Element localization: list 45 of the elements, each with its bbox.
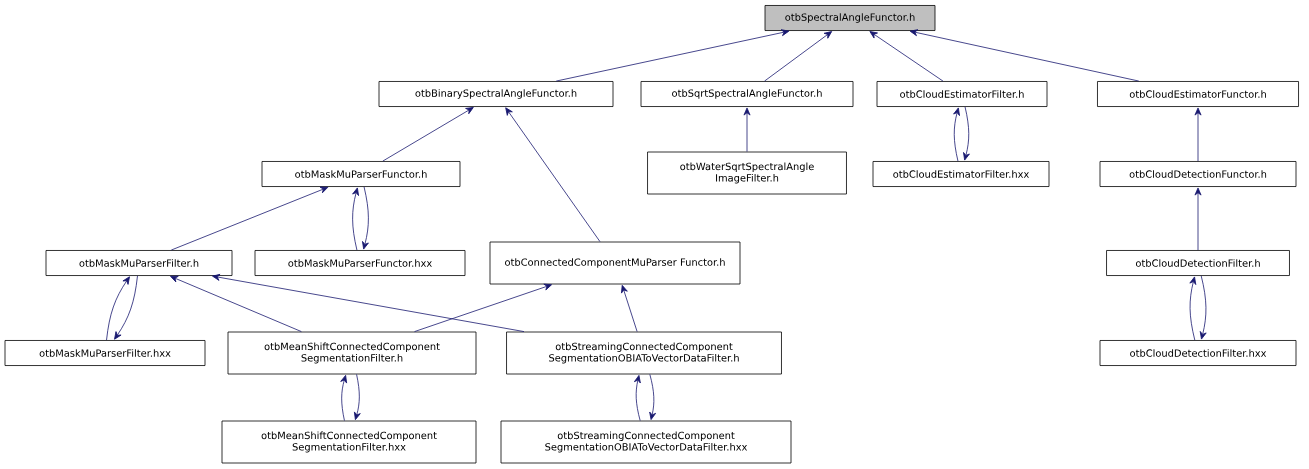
arrow xyxy=(953,107,960,162)
file-box: otbCloudDetectionFunctor.h xyxy=(1099,161,1297,187)
file-box: otbStreamingConnectedComponent SegmentationOBIAToVectorDataFilter.h xyxy=(506,331,782,375)
arrow xyxy=(114,275,138,340)
arrow xyxy=(634,375,641,421)
arrow xyxy=(354,374,361,421)
file-box: otbMaskMuParserFilter.hxx xyxy=(4,340,206,366)
file-box: otbSqrtSpectralAngleFunctor.h xyxy=(640,81,854,107)
file-box: otbStreamingConnectedComponent SegmentationOBIAToVectorDataFilter.hxx xyxy=(500,420,792,464)
file-box: otbCloudEstimatorFunctor.h xyxy=(1097,81,1299,107)
arrow xyxy=(170,186,329,251)
arrow xyxy=(743,107,751,152)
arrow xyxy=(106,276,130,341)
file-box: otbMaskMuParserFunctor.hxx xyxy=(254,250,466,276)
arrow xyxy=(340,375,348,421)
file-box: otbCloudEstimatorFilter.h xyxy=(876,81,1048,107)
arrow xyxy=(170,275,302,332)
file-box: otbCloudEstimatorFilter.hxx xyxy=(872,161,1050,187)
arrow xyxy=(764,31,833,82)
arrow xyxy=(212,273,525,332)
arrow xyxy=(555,29,790,82)
arrow xyxy=(649,374,657,420)
arrow xyxy=(621,284,638,332)
file-box: otbCloudDetectionFilter.h xyxy=(1106,250,1290,276)
arrow xyxy=(505,107,601,242)
file-box: otbMaskMuParserFunctor.h xyxy=(261,161,461,187)
arrow xyxy=(382,107,474,162)
arrow xyxy=(869,31,944,82)
arrow xyxy=(963,106,970,161)
file-box: otbConnectedComponentMuParser Functor.h xyxy=(489,241,741,285)
arrow xyxy=(1189,276,1197,341)
arrow xyxy=(352,187,359,251)
arrow xyxy=(1194,187,1202,251)
file-box: otbMeanShiftConnectedComponent SegmentationFilter.h xyxy=(227,331,477,375)
arrow xyxy=(414,283,552,332)
arrow xyxy=(1194,107,1202,162)
arrow xyxy=(362,186,369,250)
arrow xyxy=(1199,275,1207,340)
file-box: otbMaskMuParserFilter.h xyxy=(45,250,233,276)
file-box: otbMeanShiftConnectedComponent SegmentationFilter.hxx xyxy=(221,420,477,464)
file-box: otbSpectralAngleFunctor.h xyxy=(764,5,936,31)
arrow xyxy=(909,29,1140,82)
file-box: otbCloudDetectionFilter.hxx xyxy=(1099,340,1297,366)
file-box: otbWaterSqrtSpectralAngle ImageFilter.h xyxy=(647,151,847,195)
file-box: otbBinarySpectralAngleFunctor.h xyxy=(378,81,614,107)
